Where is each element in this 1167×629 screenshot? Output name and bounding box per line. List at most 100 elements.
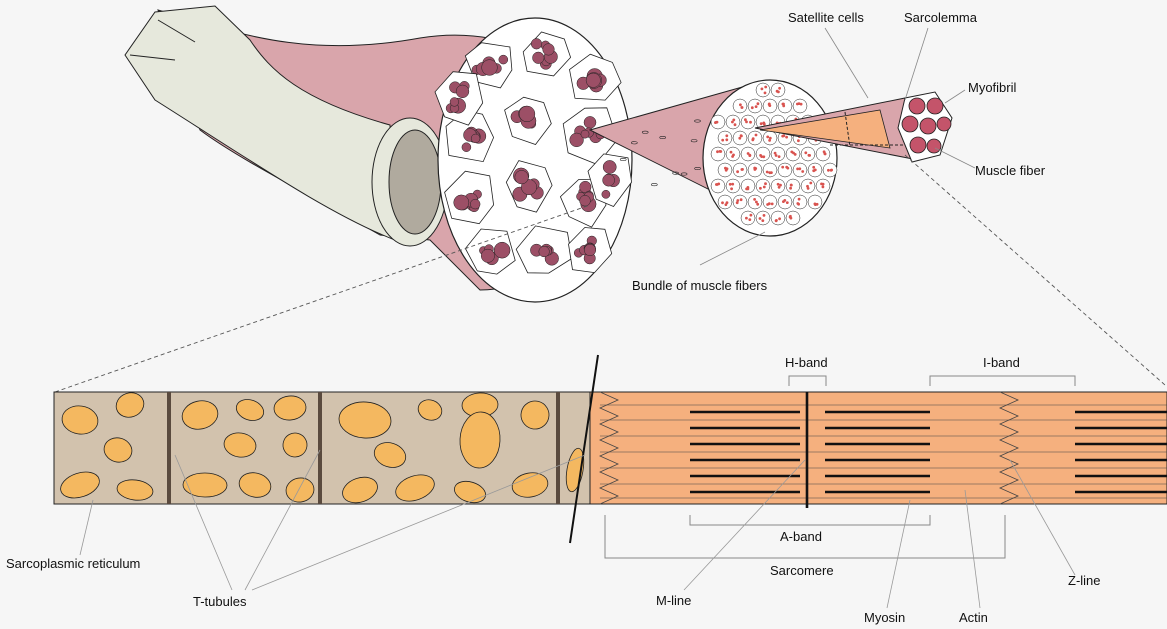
muscle-fiber-section (456, 85, 469, 98)
myofibril-dot (716, 150, 719, 153)
myofibril-dot (729, 183, 732, 186)
myofibril-dot (761, 219, 764, 222)
myofibril-dot (730, 151, 733, 154)
fiber-outline (718, 195, 732, 209)
muscle-fiber-section (603, 160, 616, 173)
fiber-outline (771, 211, 785, 225)
myofibril-dot (740, 198, 743, 201)
myofibril-dot (777, 183, 780, 186)
myofibril-dot (731, 155, 734, 158)
myofibril-dot (725, 138, 728, 141)
myofibril-dot (764, 92, 767, 95)
muscle-fiber-section (581, 130, 589, 138)
myofibril-dot (804, 151, 807, 154)
fiber-outline (741, 211, 755, 225)
perimysium-mark (651, 183, 657, 185)
myofibril-dot (734, 123, 737, 126)
fiber-outline (718, 131, 732, 145)
label-sarcomere: Sarcomere (770, 563, 834, 578)
myofibril-dot (794, 153, 797, 156)
myofibril-dot (753, 198, 756, 201)
t-tubule (556, 392, 560, 504)
myofibril-dot (812, 166, 815, 169)
label-z-line: Z-line (1068, 573, 1101, 588)
muscle-fiber-section (539, 246, 550, 257)
muscle-fiber-section (450, 98, 459, 107)
fiber-outline (816, 147, 830, 161)
fiber-outline (786, 211, 800, 225)
label-sarcoplasmic-reticulum: Sarcoplasmic reticulum (6, 556, 140, 571)
fiber-outline (793, 99, 807, 113)
reticulum-blob (183, 473, 227, 498)
fiber-outline (801, 147, 815, 161)
myofibril-dot (777, 91, 780, 94)
myofibril-dot (764, 86, 767, 89)
muscle-fiber-section (602, 190, 610, 198)
myofibril-dot (789, 216, 792, 219)
label-t-tubules: T-tubules (193, 594, 247, 609)
myofibril-dot (741, 106, 744, 109)
label-bundle-of-muscle-fibers: Bundle of muscle fibers (632, 278, 768, 293)
i-band-bracket (930, 376, 1075, 386)
myofibril-dot (801, 170, 804, 173)
myofibril-dot (731, 183, 734, 186)
myofibril-dot (796, 168, 799, 171)
muscle-fiber-section (533, 52, 545, 64)
myofibril-dot (761, 88, 764, 91)
myofibril-dot (763, 214, 766, 217)
myofibril-dot (736, 199, 739, 202)
myofibril-dot (748, 154, 751, 157)
myofibril (927, 98, 943, 114)
myofibril-dot (764, 182, 767, 185)
myofibril-dot (779, 184, 782, 187)
myofibril-dot (730, 187, 733, 190)
myofibril-dot (797, 139, 800, 142)
myofibril-dot (778, 217, 781, 220)
myofibril-dot (769, 137, 772, 140)
myofibril (927, 139, 941, 153)
myofibril-dot (755, 134, 758, 137)
label-muscle-fiber: Muscle fiber (975, 163, 1046, 178)
myofibril-dot (781, 135, 784, 138)
tendon-core (389, 130, 441, 234)
myofibril-dot (781, 166, 784, 169)
muscle-fiber-section (586, 73, 600, 87)
myofibril-dot (800, 103, 803, 106)
myofibril-dot (752, 137, 755, 140)
a-band-bracket (690, 515, 930, 525)
myofibril-dot (744, 118, 747, 121)
myofibril-dot (732, 119, 735, 122)
myofibril-dot (766, 171, 769, 174)
label-m-line: M-line (656, 593, 691, 608)
myofibril (910, 137, 926, 153)
myofibril-dot (798, 198, 801, 201)
myofibril-dot (822, 186, 825, 189)
myofibril-dot (760, 122, 763, 125)
myofibril-dot (757, 102, 760, 105)
label-myosin: Myosin (864, 610, 905, 625)
myofibril-dot (785, 166, 788, 169)
myofibril-dot (808, 154, 811, 157)
myofibril-dot (789, 187, 792, 190)
myofibril-dot (814, 169, 817, 172)
myofibril (937, 117, 951, 131)
fiber-outline (748, 131, 762, 145)
myofibril-dot (749, 121, 752, 124)
myofibril-dot (770, 171, 773, 174)
fiber-outline (786, 179, 800, 193)
myofibril-dot (719, 150, 722, 153)
myofibril-dot (768, 103, 771, 106)
myofibril-dot (782, 105, 785, 108)
fiber-outline (756, 179, 770, 193)
myofibril-dot (756, 203, 759, 206)
label-actin: Actin (959, 610, 988, 625)
myofibril-dot (748, 218, 751, 221)
fiber-outline (756, 147, 770, 161)
myofibril-dot (721, 201, 724, 204)
myofibril (902, 116, 918, 132)
muscle-fiber-section (580, 195, 591, 206)
myofibril-dot (774, 152, 777, 155)
myofibril-dot (827, 169, 830, 172)
myofibril-dot (763, 186, 766, 189)
